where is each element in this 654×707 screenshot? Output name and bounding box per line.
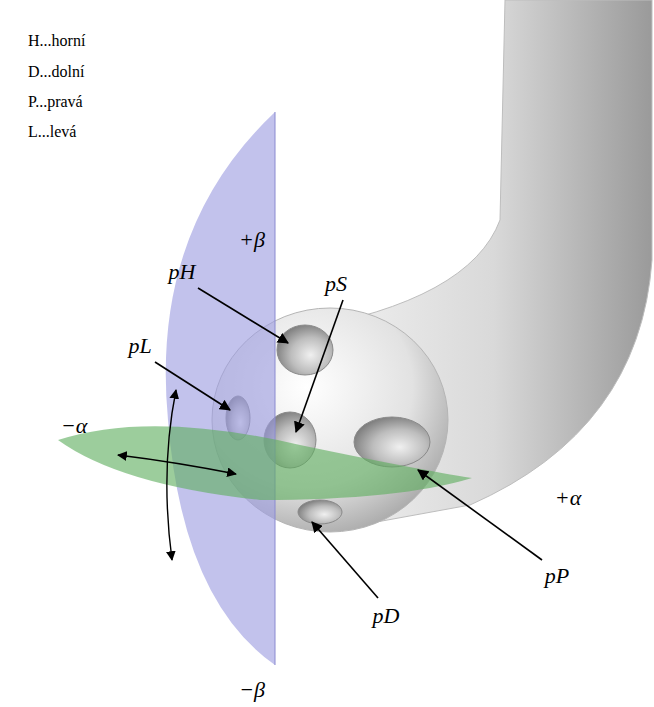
angle-label: −α <box>61 414 87 438</box>
leader-arrow <box>312 522 378 598</box>
leader-arrow <box>198 288 288 343</box>
legend-key: H...horní <box>28 32 85 50</box>
pressure-label: pD <box>373 604 400 628</box>
beta-plane-edge <box>275 112 276 665</box>
legend-key: D...dolní <box>28 63 84 81</box>
pressure-label: pH <box>169 260 196 284</box>
leader-arrow <box>155 362 230 410</box>
legend-key: L...levá <box>28 123 76 141</box>
leader-arrow <box>296 300 343 432</box>
pressure-label: pL <box>128 334 151 358</box>
leader-arrow <box>418 470 542 560</box>
angle-label: +β <box>239 228 265 252</box>
angle-label: −β <box>239 678 265 702</box>
angle-label: +α <box>555 486 581 510</box>
legend-key: P...pravá <box>28 93 83 111</box>
pressure-label: pS <box>325 272 347 296</box>
pressure-label: pP <box>545 564 569 588</box>
hole-bottom <box>298 500 342 524</box>
beta-plane <box>166 112 275 665</box>
alpha-plane <box>58 426 472 500</box>
beta-arrow <box>167 390 176 560</box>
alpha-arrow <box>118 455 236 474</box>
